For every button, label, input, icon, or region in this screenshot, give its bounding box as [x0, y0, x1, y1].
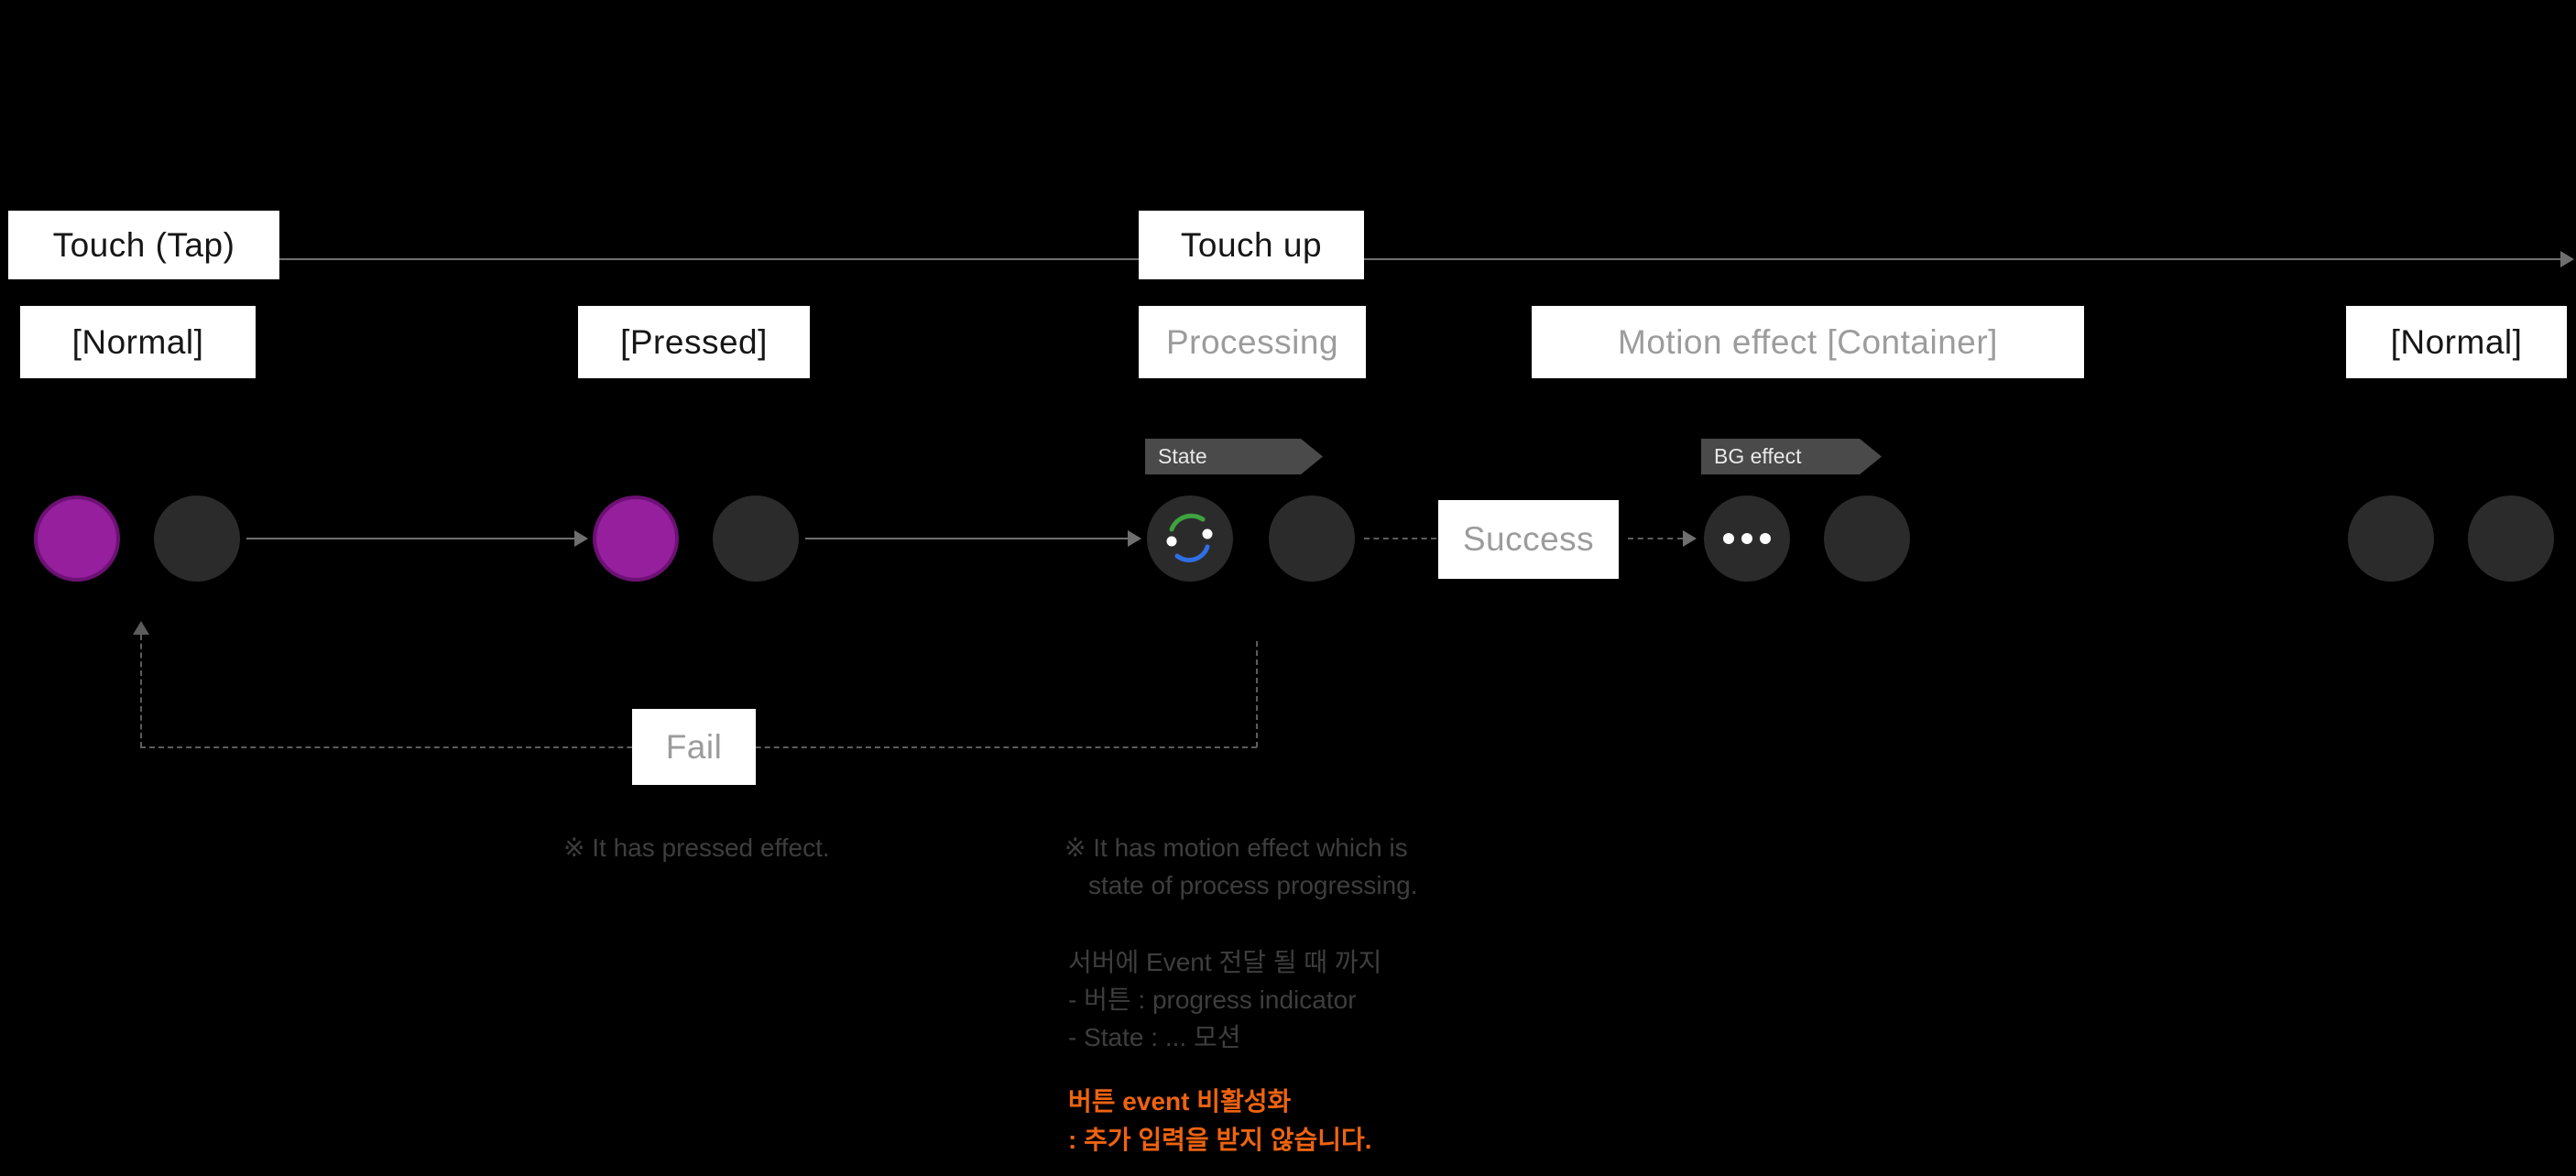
success-label-box: Success — [1438, 500, 1619, 579]
label-state-normal-start: [Normal] — [20, 306, 256, 378]
pressed-note: ※ It has pressed effect. — [563, 829, 830, 866]
dashed-success-arrowhead-icon — [1683, 530, 1697, 547]
final-normal-container-circle — [2468, 495, 2554, 582]
server-event-note: 서버에 Event 전달 될 때 까지 - 버튼 : progress indi… — [1068, 943, 1381, 1056]
normal-button-circle — [34, 495, 120, 582]
label-touch-tap: Touch (Tap) — [8, 211, 279, 279]
progress-indicator-icon — [1166, 513, 1213, 563]
motion-effect-container-circle — [1824, 495, 1910, 582]
button-disabled-warning-line1: 버튼 event 비활성화 — [1068, 1087, 1292, 1116]
ellipsis-dot-icon — [1723, 533, 1734, 544]
arrow-normal-to-pressed-head-icon — [574, 530, 588, 547]
motion-note: ※ It has motion effect which is state of… — [1064, 829, 1418, 904]
server-event-note-line1: 서버에 Event 전달 될 때 까지 — [1068, 948, 1382, 976]
motion-effect-button-circle — [1704, 495, 1790, 582]
pressed-note-text: ※ It has pressed effect. — [563, 833, 830, 862]
motion-note-line2: state of process progressing. — [1088, 871, 1418, 899]
arrow-pressed-to-processing — [805, 538, 1128, 539]
label-state-normal-end: [Normal] — [2346, 306, 2567, 378]
arrow-normal-to-pressed — [246, 538, 574, 539]
ellipsis-dot-icon — [1760, 533, 1771, 544]
label-state-motion-effect: Motion effect [Container] — [1532, 306, 2084, 378]
pressed-container-circle — [713, 495, 799, 582]
bg-effect-tag: BG effect — [1701, 439, 1882, 474]
button-disabled-warning: 버튼 event 비활성화 : 추가 입력을 받지 않습니다. — [1068, 1083, 1372, 1160]
pressed-button-circle — [593, 495, 679, 582]
dashed-success-to-motion — [1628, 538, 1683, 539]
label-state-pressed: [Pressed] — [578, 306, 810, 378]
timeline-arrow-line — [279, 258, 2560, 260]
fail-arrowhead-icon — [133, 621, 149, 635]
arrow-pressed-to-processing-head-icon — [1128, 530, 1141, 547]
state-tag: State — [1145, 439, 1323, 474]
label-touch-up: Touch up — [1139, 211, 1364, 279]
ellipsis-dot-icon — [1741, 533, 1752, 544]
normal-container-circle — [154, 495, 240, 582]
motion-note-line1: ※ It has motion effect which is — [1064, 833, 1408, 862]
fail-label-box: Fail — [632, 709, 756, 785]
fail-path-down-line — [1256, 641, 1258, 747]
server-event-note-line3: - State : ... 모션 — [1068, 1023, 1241, 1051]
button-disabled-warning-line2: : 추가 입력을 받지 않습니다. — [1068, 1126, 1372, 1154]
fail-path-up-line — [140, 635, 142, 747]
timeline-arrowhead-icon — [2560, 251, 2574, 267]
label-state-processing: Processing — [1139, 306, 1366, 378]
processing-spinner-circle — [1147, 495, 1233, 582]
final-normal-button-circle — [2348, 495, 2434, 582]
processing-container-circle — [1269, 495, 1355, 582]
server-event-note-line2: - 버튼 : progress indicator — [1068, 985, 1357, 1014]
dashed-processing-to-success — [1364, 538, 1436, 539]
